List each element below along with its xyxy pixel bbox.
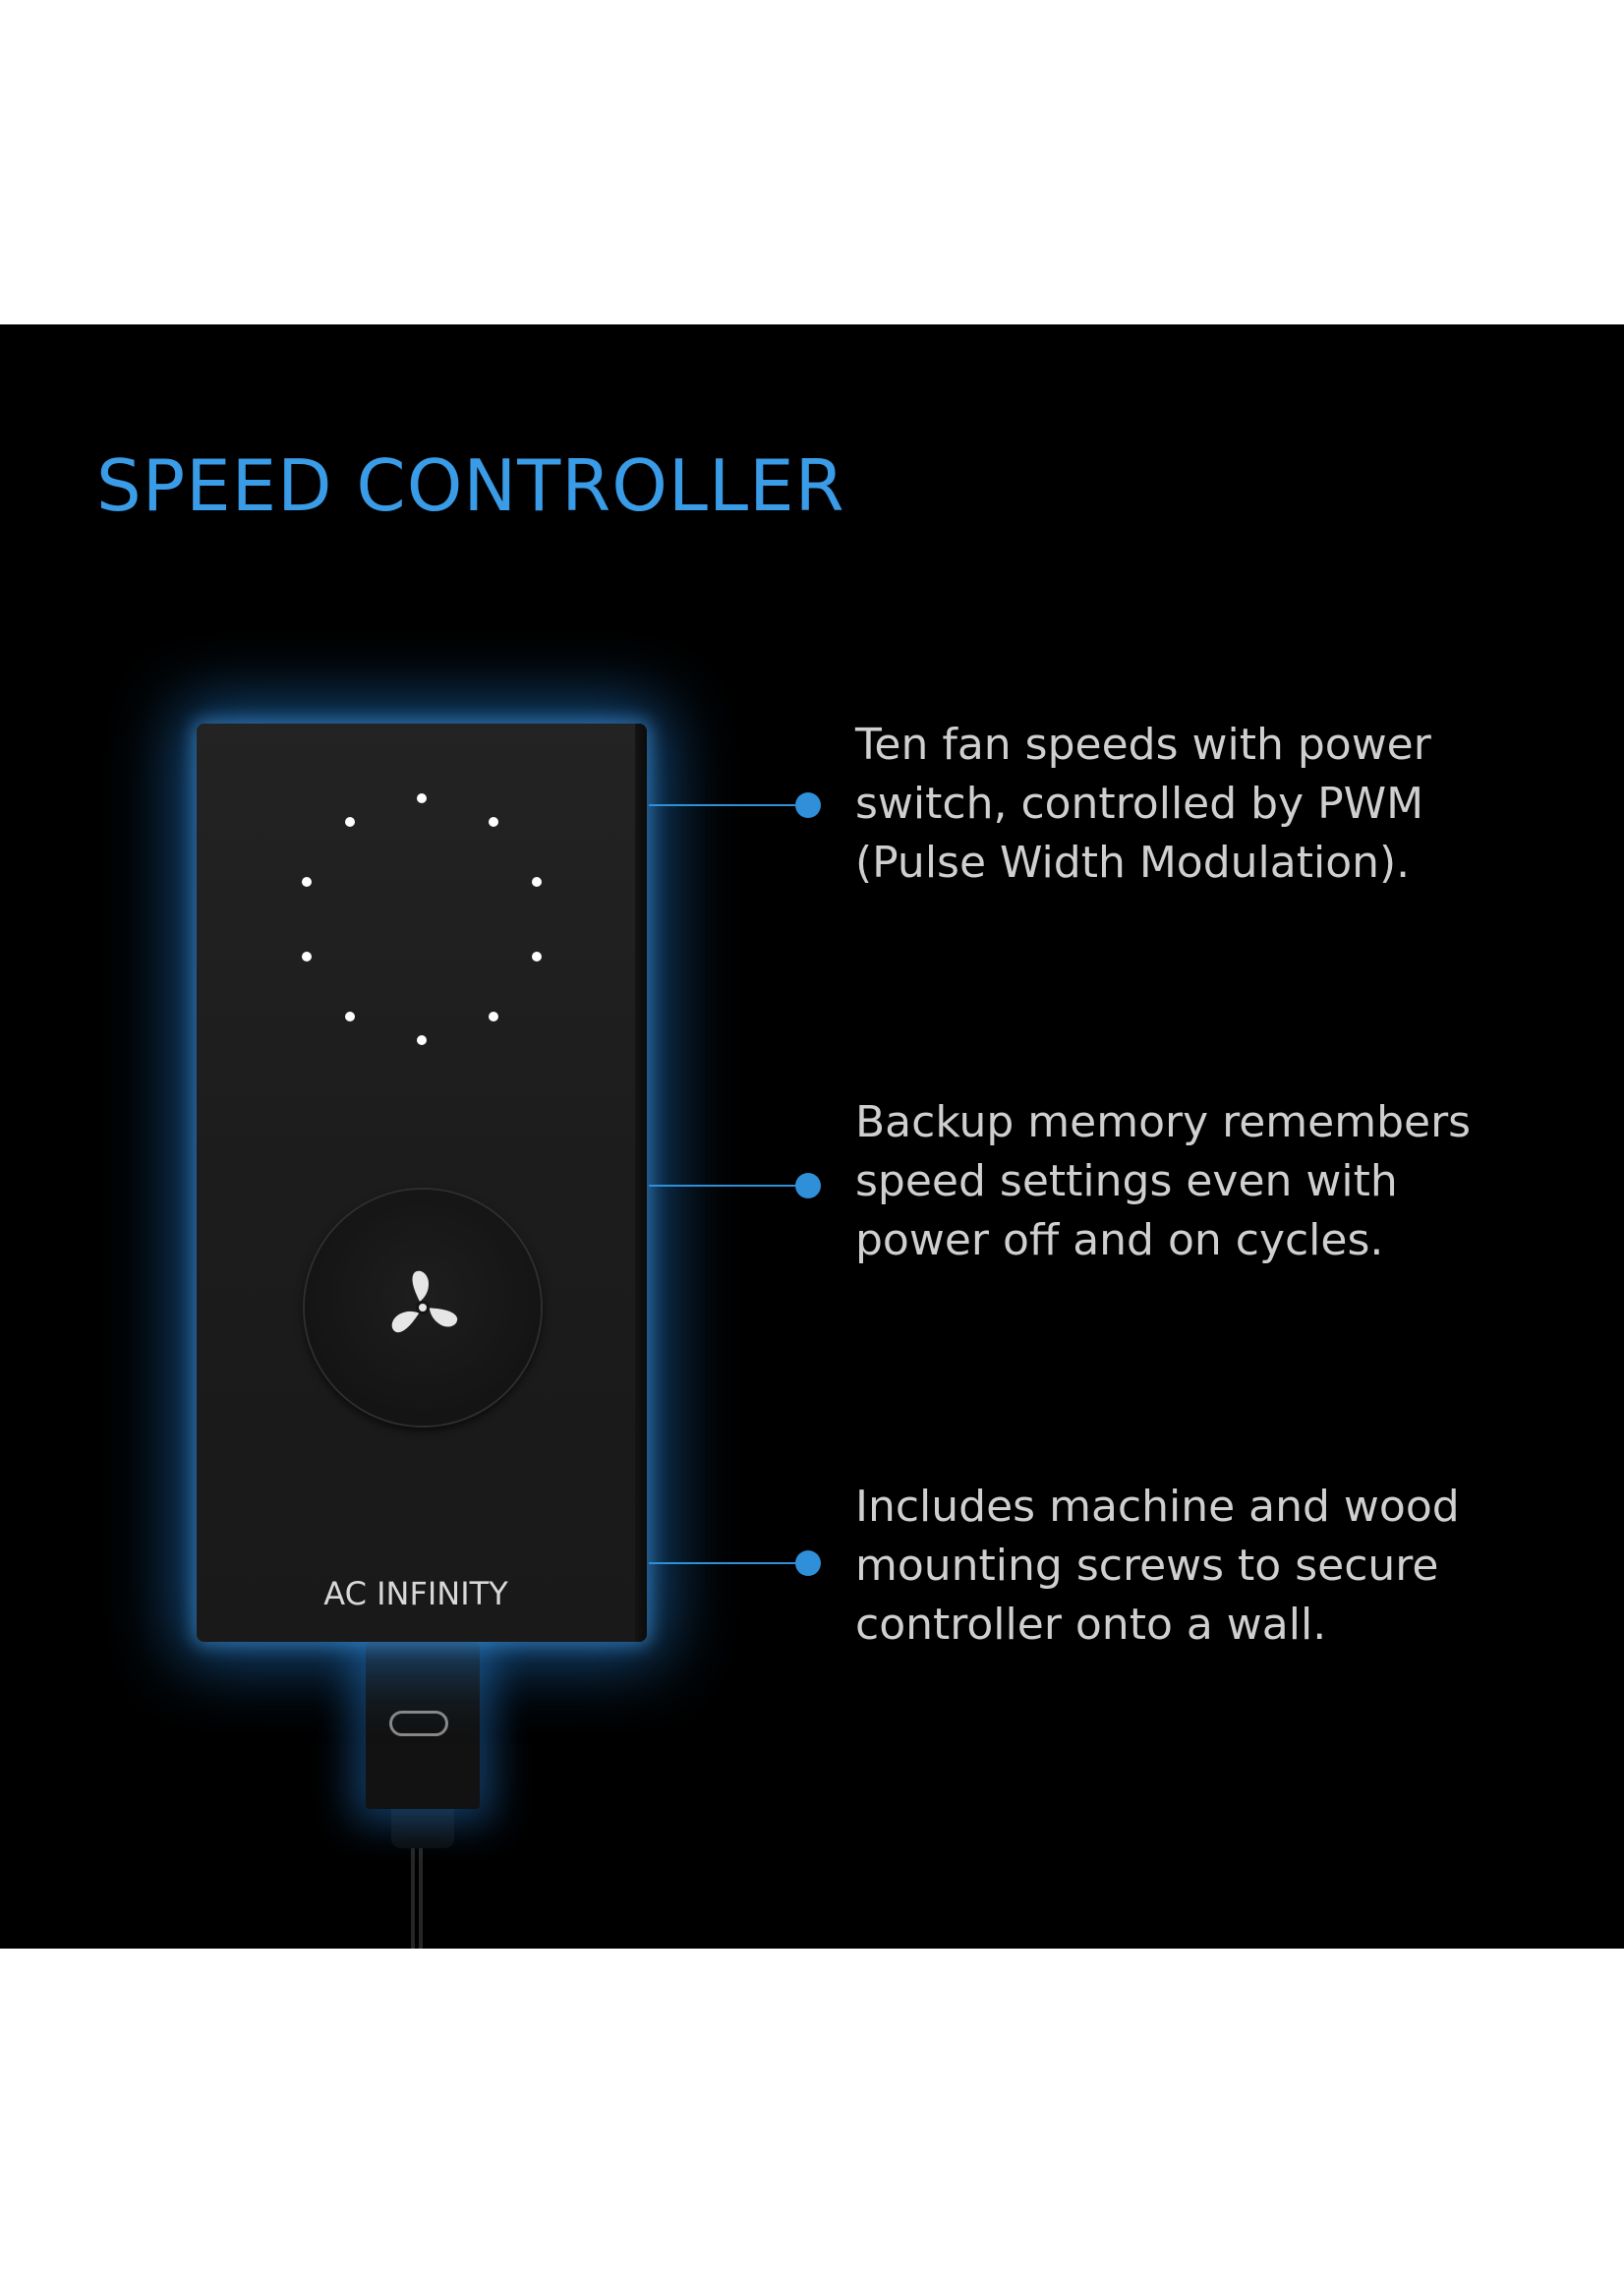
callout-connector-line (649, 1185, 806, 1187)
usb-c-plug (366, 1642, 480, 1809)
callout-marker-dot (795, 792, 821, 818)
callout-connector-line (649, 1562, 806, 1564)
speed-indicator-dot (302, 877, 312, 887)
callout-connector-line (649, 804, 806, 806)
speed-controller-device: AC INFINITY (197, 724, 647, 1642)
brand-label: AC INFINITY (323, 1575, 508, 1612)
fan-power-button[interactable] (305, 1190, 541, 1426)
speed-indicator-dot (532, 952, 542, 962)
feature-panel: SPEED CONTROLLER (0, 324, 1624, 1949)
fan-icon (391, 1270, 458, 1333)
callout-text-mounting: Includes machine and wood mounting screw… (855, 1482, 1460, 1650)
callout-text-memory: Backup memory remembers speed settings e… (855, 1097, 1472, 1265)
speed-indicator-dot (489, 817, 498, 827)
page-title: SPEED CONTROLLER (96, 444, 845, 527)
speed-indicator-dot (345, 817, 355, 827)
speed-indicator-dot (417, 793, 427, 803)
speed-indicator-dot (532, 877, 542, 887)
usb-c-port-icon (389, 1711, 448, 1736)
speed-indicator-dot (345, 1012, 355, 1021)
speed-indicator-dot (302, 952, 312, 962)
callout-marker-dot (795, 1173, 821, 1198)
controller-edge (635, 724, 647, 1642)
callout-marker-dot (795, 1550, 821, 1576)
speed-indicator-dot (489, 1012, 498, 1021)
device-illustration: AC INFINITY (0, 324, 1624, 1949)
callout-text-speeds: Ten fan speeds with power switch, contro… (855, 720, 1431, 888)
speed-indicator-dot (417, 1035, 427, 1045)
